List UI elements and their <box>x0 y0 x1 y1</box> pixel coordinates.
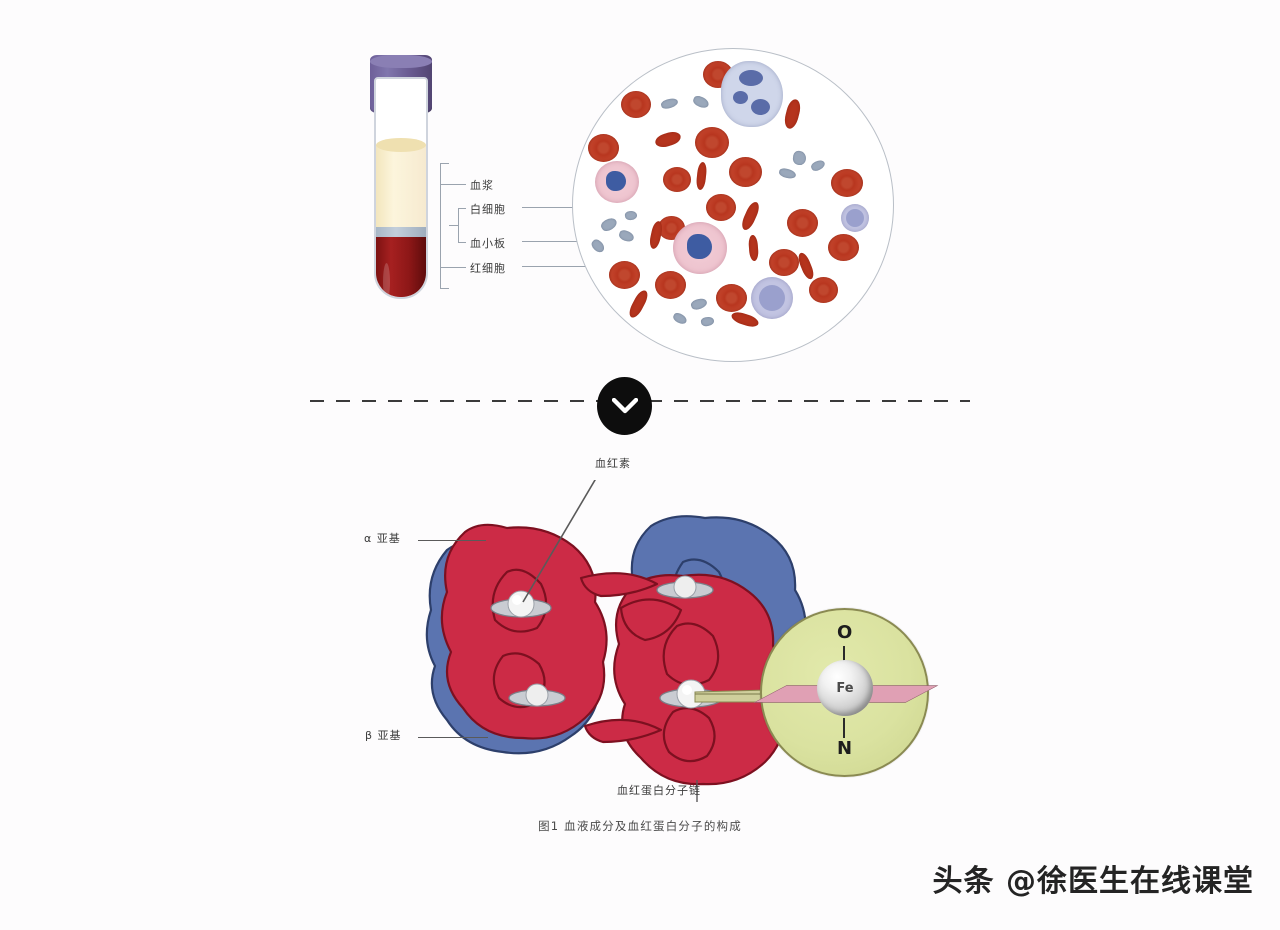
red-blood-cell <box>655 271 686 299</box>
blood-smear-circle <box>572 48 894 362</box>
figure-caption: 图1 血液成分及血红蛋白分子的构成 <box>538 819 742 833</box>
tube-bracket-spine <box>440 163 441 288</box>
red-blood-cell <box>706 194 736 221</box>
red-blood-cell <box>787 209 818 237</box>
eosinophil <box>595 161 639 203</box>
red-blood-cell <box>695 127 729 158</box>
red-blood-cell <box>809 277 838 303</box>
red-blood-cell <box>695 161 708 191</box>
tube-bracket-top <box>440 163 449 164</box>
red-blood-cell <box>796 251 816 281</box>
inner-bracket-top <box>458 208 466 209</box>
lymphocyte <box>841 204 869 232</box>
label-hemoglobin-chain: 血红蛋白分子链 <box>617 784 701 797</box>
iron-sphere: Fe <box>817 660 873 716</box>
leader-wbc-to-smear <box>522 207 620 208</box>
tube-air-gap <box>376 79 426 145</box>
red-blood-cell <box>626 288 651 320</box>
platelet <box>691 94 711 110</box>
label-heme: 血红素 <box>595 457 631 470</box>
red-blood-cell <box>748 234 759 262</box>
red-blood-cell <box>716 284 747 312</box>
tube-bracket-bottom <box>440 288 449 289</box>
red-blood-cell <box>621 91 651 118</box>
label-platelet: 血小板 <box>470 237 506 250</box>
watermark-text: 头条 @徐医生在线课堂 <box>932 864 1254 899</box>
label-red-blood-cell: 红细胞 <box>470 262 506 275</box>
platelet <box>778 167 797 180</box>
tube-glass <box>374 77 428 299</box>
red-blood-cell <box>831 169 863 197</box>
label-plasma: 血浆 <box>470 179 494 192</box>
platelet <box>589 237 607 255</box>
neutrophil <box>721 61 783 127</box>
heme-iron-detail: O Fe N <box>753 608 939 777</box>
chevron-down-icon[interactable] <box>597 377 652 435</box>
red-blood-cell <box>769 249 799 276</box>
eosinophil <box>673 222 727 274</box>
tube-layer-plasma <box>376 138 426 227</box>
atom-nitrogen-label: N <box>837 738 853 759</box>
platelet <box>700 315 715 328</box>
red-blood-cell <box>828 234 859 261</box>
inner-bracket-bottom <box>458 242 466 243</box>
label-white-blood-cell: 白细胞 <box>470 203 506 216</box>
blood-collection-tube <box>368 55 434 305</box>
red-blood-cell <box>739 200 762 232</box>
platelet <box>599 215 619 234</box>
label-alpha-subunit: α 亚基 <box>364 532 401 545</box>
platelet <box>792 150 807 166</box>
tube-layer-red-cells <box>376 237 426 297</box>
inner-bracket-stem <box>449 225 458 226</box>
red-blood-cell <box>653 129 683 150</box>
lymphocyte <box>751 277 793 319</box>
tube-layer-buffy-coat <box>376 227 426 237</box>
red-blood-cell <box>663 167 691 192</box>
platelet <box>617 228 636 244</box>
atom-iron-label: Fe <box>836 680 854 696</box>
bond-top <box>843 646 845 666</box>
leader-platelet-to-smear <box>522 241 610 242</box>
red-blood-cell <box>588 134 619 162</box>
leader-rbc-to-smear <box>522 266 594 267</box>
red-blood-cell <box>609 261 640 289</box>
leader-rbc <box>440 267 466 268</box>
platelet <box>689 296 709 312</box>
platelet <box>660 96 679 111</box>
platelet <box>671 311 689 326</box>
inner-bracket-spine <box>458 208 459 242</box>
hemoglobin-molecule: .a{fill:#cc2b46;stroke:#7d1020;stroke-wi… <box>395 457 955 810</box>
red-blood-cell <box>729 157 762 187</box>
bond-bottom <box>843 718 845 738</box>
leader-beta-subunit <box>418 737 488 738</box>
leader-alpha-subunit <box>418 540 486 541</box>
red-blood-cell <box>729 309 761 330</box>
red-blood-cell <box>782 97 803 131</box>
atom-oxygen-label: O <box>837 622 853 643</box>
platelet <box>809 158 827 173</box>
label-beta-subunit: β 亚基 <box>365 729 402 742</box>
leader-plasma <box>440 184 466 185</box>
platelet <box>624 210 638 221</box>
